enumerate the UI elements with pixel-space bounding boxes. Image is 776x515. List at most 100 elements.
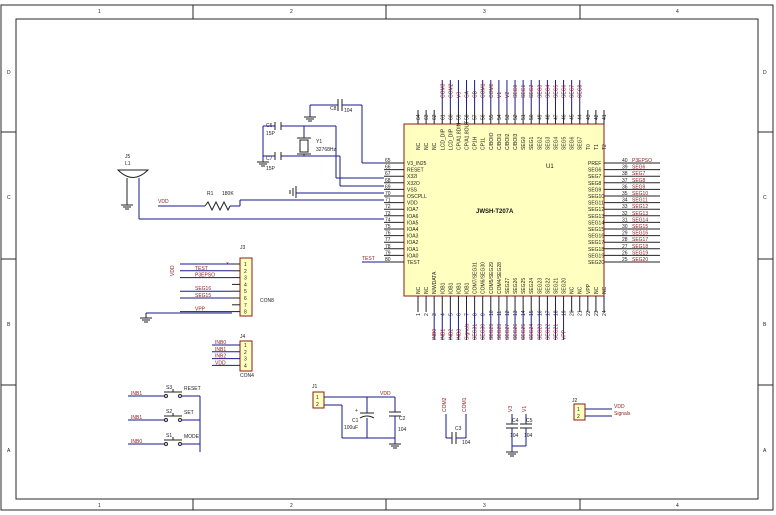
zone-labels: 1 2 3 4 1 2 3 4 D C B A D C B A <box>7 9 767 509</box>
u1-right-pin-name: SEG12 <box>588 207 604 213</box>
j3-pin-number: 7 <box>244 303 247 309</box>
u1-bottom-pin-name: NC <box>578 286 584 294</box>
u1-right-pin-number: 38 <box>622 171 628 177</box>
u1-right-net-label: SEG10 <box>632 191 648 197</box>
u1-bottom-pin-number: 22 <box>586 310 592 316</box>
u1-right-pin-name: SEG8 <box>588 181 602 187</box>
u1-top-pin-name: CP1L <box>481 137 487 150</box>
row-label-b: B <box>7 322 11 328</box>
u1-bottom-net-label: SEG23 <box>537 324 543 340</box>
u1-left-pin-number: 72 <box>385 204 391 210</box>
j4-net-label: VDD <box>215 360 226 366</box>
u1-right-pin-number: 34 <box>622 198 628 204</box>
u1-right-net-label: P3EPSO <box>632 158 652 164</box>
u1-bottom-pin-name: SEG27 <box>505 278 511 294</box>
u1-bottom-pin-name: SEG23 <box>537 278 543 294</box>
c4-net-a: V3 <box>508 406 514 412</box>
switch-net-label: INB0 <box>131 439 142 445</box>
c7-ref: C7 <box>266 156 273 162</box>
c4-ref: C4 <box>512 418 519 424</box>
u1-top-pin-number: 51 <box>521 114 527 120</box>
u1-top-net-label: COM3 <box>440 83 446 98</box>
u1-bottom-pin-number: 12 <box>505 310 511 316</box>
svg-text:2: 2 <box>577 414 580 420</box>
u1-chip[interactable]: U1 JWSH-T207A 64NC63NC62NC61LCD_DIP60LCD… <box>384 80 660 340</box>
u1-bottom-net-label: SEG29 <box>489 324 495 340</box>
u1-left-pin-name: V3_IN25 <box>407 161 427 167</box>
u1-bottom-pin-name: VPP <box>586 283 592 294</box>
u1-bottom-pin-number: 20 <box>570 310 576 316</box>
u1-left-pin-name: IOA0 <box>407 253 419 259</box>
u1-top-pin-name: CP/A1.8DIN <box>456 122 462 150</box>
u1-left-pin-name: IOA2 <box>407 240 419 246</box>
j3-pin-number: 1 <box>244 262 247 268</box>
switch-label: RESET <box>184 386 201 392</box>
u1-right-pin-number: 35 <box>622 191 628 197</box>
u1-right-pin-name: SEG17 <box>588 240 604 246</box>
c5-val: 104 <box>524 433 533 439</box>
outer-border <box>0 4 774 511</box>
u1-bottom-pin-number: 4 <box>440 313 446 316</box>
u1-top-pin-name: SEG3 <box>545 136 551 150</box>
u1-bottom-pins: 1NC2NC3N/WDATA4IOB15IOB16IOB17IOB18COM7/… <box>416 262 608 340</box>
u1-right-pin-number: 29 <box>622 231 628 237</box>
u1-right-pin-number: 26 <box>622 250 628 256</box>
u1-right-pin-number: 25 <box>622 257 628 263</box>
col-label-1: 1 <box>98 9 101 15</box>
j3-net-label: TEST <box>195 266 208 272</box>
u1-top-pin-name: NC <box>416 142 422 150</box>
switch-contact <box>178 442 182 446</box>
u1-top-net-label: V2 <box>505 92 511 98</box>
u1-top-net-label: COM1 <box>481 83 487 98</box>
col-label-4-bottom: 4 <box>676 503 679 509</box>
u1-left-pin-number: 76 <box>385 231 391 237</box>
ground-symbol-c8 <box>304 116 316 122</box>
u1-right-pin-number: 36 <box>622 184 628 190</box>
u1-bottom-net-label: SEG24 <box>529 324 535 340</box>
c6-val: 15P <box>266 131 276 137</box>
j5-buzzer: J5 L1 <box>116 154 384 220</box>
u1-bottom-net-label: INB1 <box>440 329 446 340</box>
u1-right-pin-name: SEG14 <box>588 220 604 226</box>
u1-top-pin-number: 53 <box>505 114 511 120</box>
u1-top-net-label: SEG4 <box>545 84 551 98</box>
u1-left-pin-name: IOA4 <box>407 227 419 233</box>
u1-left-pin-number: 67 <box>385 171 391 177</box>
svg-text:1: 1 <box>577 407 580 413</box>
power-circuit: J1 1 2 VDD + C1 100uF C2 104 <box>312 384 407 449</box>
j3-name: CON8 <box>260 298 274 304</box>
u1-bottom-net-label: SEG26 <box>513 324 519 340</box>
u1-top-net-label: COM0 <box>489 83 495 98</box>
u1-top-pin-name: CP1H <box>473 136 479 150</box>
u1-left-pin-name: RESET <box>407 168 424 174</box>
j2-ref: J2 <box>572 398 578 404</box>
j5-ref: J5 <box>125 154 131 160</box>
u1-bottom-pin-name: SEG25 <box>521 278 527 294</box>
u1-top-pin-number: 57 <box>473 114 479 120</box>
u1-top-net-label: SEG2 <box>529 84 535 98</box>
c1-val: 100uF <box>344 425 358 431</box>
u1-left-pin-name: X32O <box>407 181 420 187</box>
u1-body[interactable] <box>403 123 605 297</box>
c5-ref: C5 <box>526 418 533 424</box>
u1-bottom-pin-number: 21 <box>578 310 584 316</box>
j4-pin-number: 4 <box>244 363 247 369</box>
ground-symbol-j5 <box>121 204 133 210</box>
u1-bottom-pin-name: NC <box>424 286 430 294</box>
u1-right-pin-name: SEG15 <box>588 227 604 233</box>
u1-bottom-pin-name: IOB1 <box>448 282 454 294</box>
switch-contact <box>178 394 182 398</box>
ground-symbol-power <box>389 443 401 449</box>
u1-ref: U1 <box>546 164 554 170</box>
u1-top-pin-number: 58 <box>465 114 471 120</box>
u1-top-net-label: SEG3 <box>537 84 543 98</box>
u1-top-pin-number: 48 <box>545 114 551 120</box>
ground-symbol-j3 <box>140 313 152 323</box>
u1-right-net-label: SEG6 <box>632 165 646 171</box>
u1-right-net-label: SEG11 <box>632 198 648 204</box>
u1-bottom-pin-name: SEG22 <box>545 278 551 294</box>
c2-ref: C2 <box>399 416 406 422</box>
switch-net-label: INB1 <box>131 415 142 421</box>
u1-top-net-label: SEG0 <box>513 84 519 98</box>
